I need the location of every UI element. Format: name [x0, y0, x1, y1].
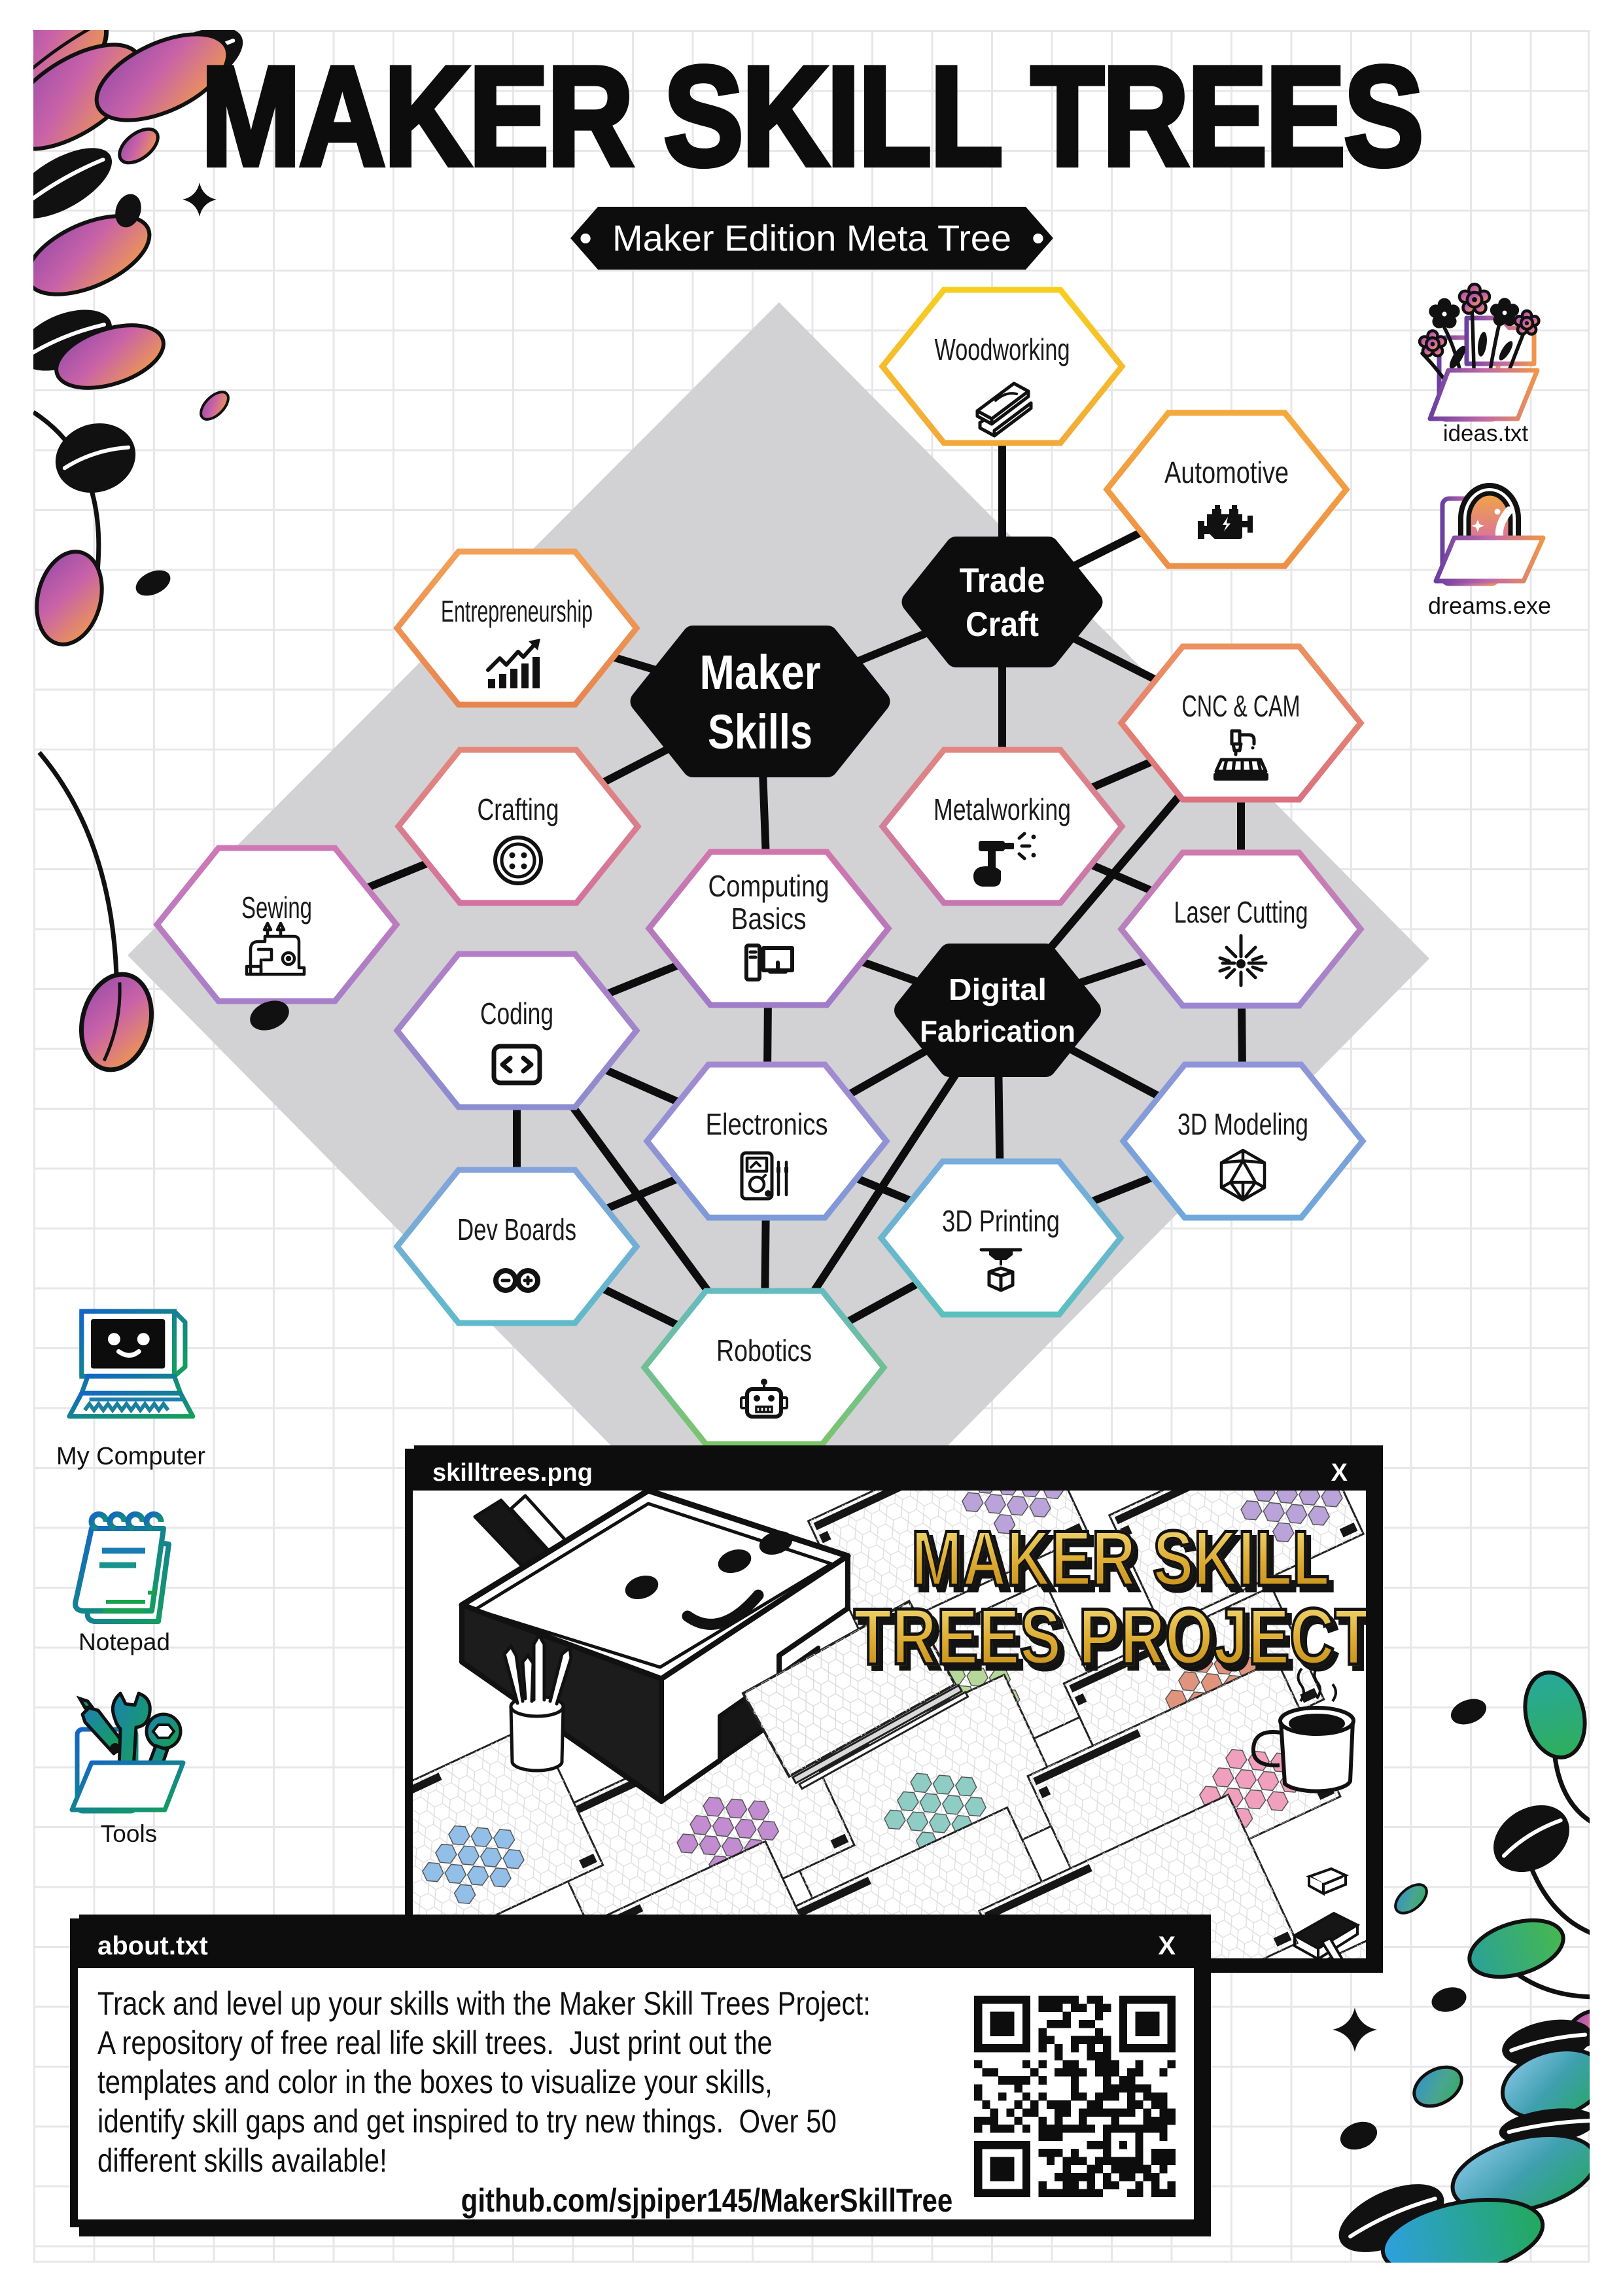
svg-text:Entrepreneurship: Entrepreneurship [441, 594, 593, 628]
svg-text:CNC & CAM: CNC & CAM [1182, 689, 1300, 723]
svg-text:My Computer: My Computer [56, 1443, 205, 1470]
svg-text:Computing: Computing [708, 869, 829, 903]
svg-text:Crafting: Crafting [478, 792, 559, 826]
svg-text:Laser Cutting: Laser Cutting [1174, 895, 1308, 929]
svg-text:Dev Boards: Dev Boards [457, 1212, 576, 1246]
svg-text:Robotics: Robotics [716, 1333, 812, 1368]
svg-text:Metalworking: Metalworking [934, 792, 1071, 826]
svg-text:ideas.txt: ideas.txt [1443, 421, 1529, 446]
svg-text:Notepad: Notepad [79, 1629, 170, 1655]
svg-text:3D Modeling: 3D Modeling [1178, 1107, 1308, 1141]
svg-text:Digital: Digital [949, 972, 1047, 1006]
svg-text:Coding: Coding [480, 997, 553, 1031]
svg-text:Automotive: Automotive [1164, 455, 1289, 489]
svg-text:Basics: Basics [731, 902, 807, 936]
svg-text:Electronics: Electronics [706, 1107, 828, 1141]
svg-text:Trade: Trade [960, 561, 1045, 600]
svg-text:dreams.exe: dreams.exe [1428, 592, 1551, 619]
svg-text:3D Printing: 3D Printing [942, 1204, 1060, 1238]
svg-text:Maker: Maker [700, 645, 821, 699]
svg-text:Sewing: Sewing [241, 891, 312, 925]
svg-text:Craft: Craft [966, 605, 1039, 644]
svg-text:Fabrication: Fabrication [920, 1014, 1075, 1048]
svg-text:Skills: Skills [708, 705, 812, 759]
svg-text:Tools: Tools [101, 1820, 157, 1847]
svg-text:Woodworking: Woodworking [935, 332, 1070, 366]
